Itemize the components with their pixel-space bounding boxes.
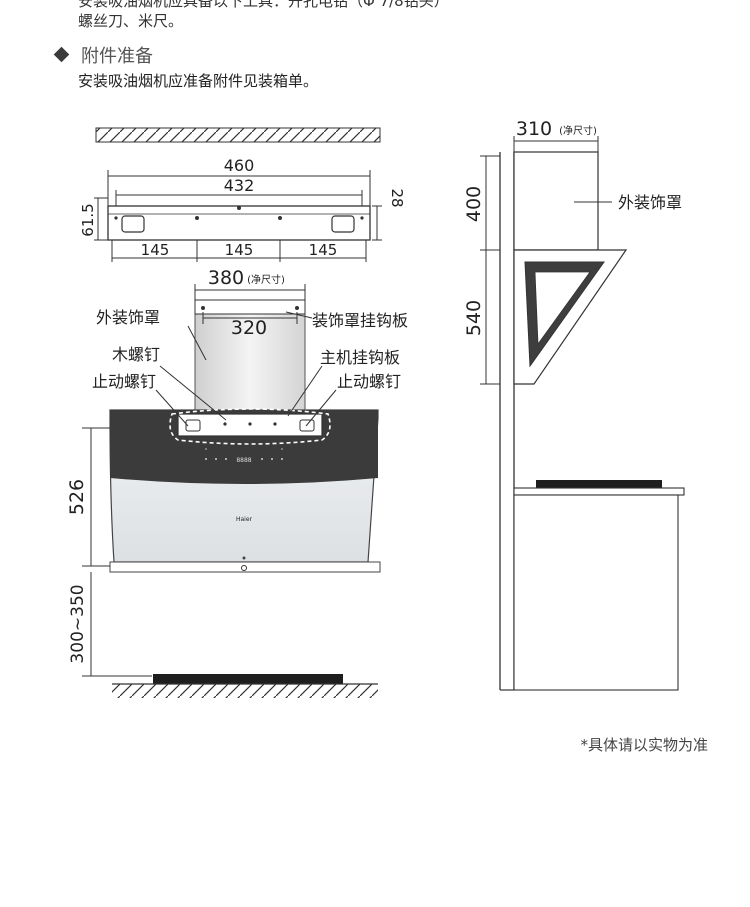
brand-logo-text: Haier bbox=[236, 516, 253, 523]
side-cover bbox=[513, 151, 599, 251]
dim-spacing-3-text: 145 bbox=[309, 241, 338, 259]
dim-bracket-height-text: 61.5 bbox=[79, 203, 97, 236]
dim-bracket-thickness-text: 28 bbox=[388, 188, 406, 207]
side-cabinet bbox=[513, 494, 679, 691]
hook-highlight bbox=[169, 408, 331, 445]
side-cooktop bbox=[536, 480, 662, 488]
label-wood-screw: 木螺钉 bbox=[112, 345, 160, 364]
side-countertop bbox=[513, 487, 685, 496]
dim-depth-note-text: (净尺寸) bbox=[559, 124, 597, 137]
label-cover-hook-plate: 装饰罩挂钩板 bbox=[312, 311, 408, 330]
dim-spacing-2-text: 145 bbox=[225, 241, 254, 259]
section-title: 附件准备 bbox=[53, 42, 153, 68]
display-readout: 8888 bbox=[236, 457, 251, 464]
cooktop bbox=[153, 674, 343, 684]
hood-bottom bbox=[109, 561, 381, 573]
label-stop-screw-left: 止动螺钉 bbox=[92, 372, 156, 391]
dim-body-height-text: 526 bbox=[66, 479, 88, 515]
bracket-hook-right bbox=[331, 215, 355, 233]
dim-460 bbox=[107, 170, 371, 206]
leader-lines bbox=[155, 311, 337, 427]
countertop-hatch bbox=[112, 684, 378, 698]
section-description: 安装吸油烟机应准备附件见装箱单。 bbox=[78, 72, 319, 90]
ceiling-hatch bbox=[95, 127, 381, 143]
tools-text: 安装吸油烟机应具备以下工具：开孔电钻（Φ 7/8钻头） bbox=[78, 0, 449, 10]
dim-depth-text: 310 bbox=[516, 118, 552, 140]
footnote: *具体请以实物为准 bbox=[580, 736, 708, 754]
tools-text-2: 螺丝刀、米尺。 bbox=[78, 12, 184, 30]
decorative-cover bbox=[194, 299, 306, 419]
label-outer-cover: 外装饰罩 bbox=[96, 308, 160, 327]
dim-spacing-1-text: 145 bbox=[141, 241, 170, 259]
label-stop-screw-right: 止动螺钉 bbox=[337, 372, 401, 391]
dim-cover-note-text: (净尺寸) bbox=[247, 273, 285, 286]
dim-total-width-text: 460 bbox=[224, 156, 255, 175]
label-main-hook-plate: 主机挂钩板 bbox=[320, 348, 400, 367]
cover-hook-plate bbox=[194, 299, 306, 315]
section-title-text: 附件准备 bbox=[81, 46, 153, 67]
dim-lower-text: 540 bbox=[463, 300, 485, 336]
bracket-hook-left bbox=[121, 215, 145, 233]
dim-cover-width-text: 380 bbox=[208, 267, 244, 289]
dim-inner-cover-text: 320 bbox=[231, 317, 267, 339]
dim-432 bbox=[115, 190, 363, 206]
dim-upper-text: 400 bbox=[463, 186, 485, 222]
dim-inner-width-text: 432 bbox=[224, 176, 255, 195]
dim-install-height-text: 300~350 bbox=[68, 584, 88, 663]
side-label-cover: 外装饰罩 bbox=[618, 193, 682, 212]
bracket-plate bbox=[107, 205, 371, 241]
